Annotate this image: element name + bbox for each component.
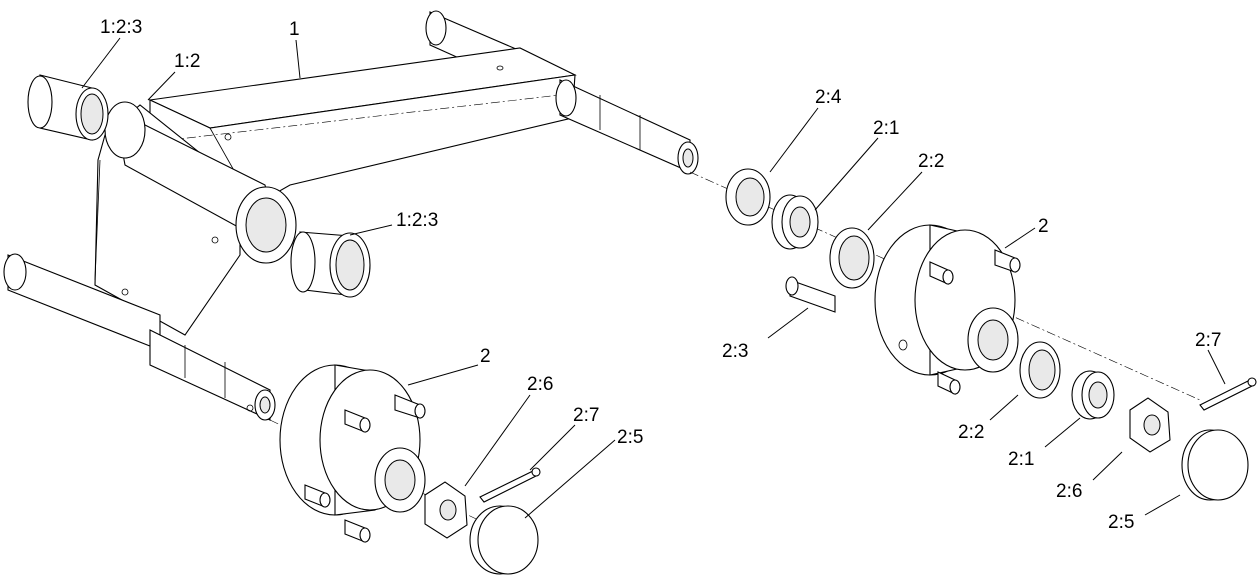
callout-1-2: 1:2: [174, 51, 200, 72]
callout-2-3: 2:3: [722, 341, 748, 362]
frame-assembly: [3, 10, 699, 421]
callout-2-4: 2:4: [815, 87, 842, 108]
nut-2-6-left: [424, 481, 468, 539]
upper-axle-stub: [559, 79, 691, 173]
upper-tube-end: [425, 10, 447, 46]
callout-1: 1: [289, 19, 300, 40]
bushing-top: [27, 74, 109, 141]
bearing-2-1-bot: [1071, 370, 1115, 420]
race-2-2-top: [829, 227, 875, 289]
seal-2-4: [725, 168, 771, 226]
stud-2-3: [785, 276, 836, 313]
callout-2-left: 2: [480, 346, 491, 367]
leader-lines: [81, 37, 1226, 519]
pin-2-7-right: [1199, 377, 1257, 411]
bushing-mid: [290, 231, 371, 298]
hub-right: [874, 224, 1021, 395]
callout-2-1-top: 2:1: [873, 118, 899, 139]
bearing-2-1-top: [771, 194, 819, 250]
cap-2-5-right: [1181, 429, 1249, 501]
callout-1-2-3-mid: 1:2:3: [396, 210, 438, 231]
callout-2-2-top: 2:2: [918, 151, 944, 172]
callout-2-1-bot: 2:1: [1008, 449, 1034, 470]
callout-2-6-left: 2:6: [527, 374, 553, 395]
callout-1-2-3-top: 1:2:3: [100, 17, 142, 38]
callout-2-7-right: 2:7: [1195, 330, 1221, 351]
lower-axle-stub: [149, 329, 271, 421]
pin-2-7-left: [479, 467, 541, 503]
cap-2-5-left: [469, 505, 539, 575]
hub-left: [279, 364, 426, 543]
nut-2-6-right: [1129, 397, 1171, 453]
callout-2-5-left: 2:5: [617, 427, 643, 448]
callout-2-right: 2: [1038, 216, 1049, 237]
callout-2-6-right: 2:6: [1056, 481, 1082, 502]
race-2-2-bot: [1019, 341, 1061, 399]
callout-2-2-bot: 2:2: [958, 422, 984, 443]
callout-2-5-right: 2:5: [1108, 512, 1134, 533]
callout-2-7-left: 2:7: [573, 405, 599, 426]
